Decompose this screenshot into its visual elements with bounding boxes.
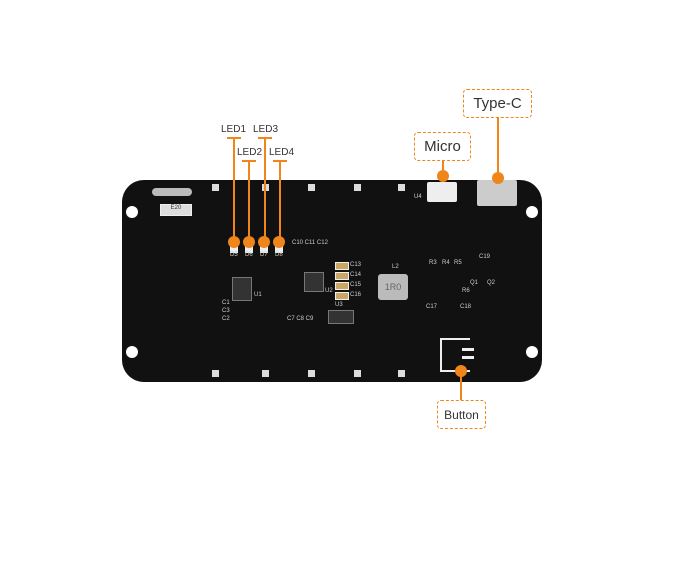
type-c-callout: Type-C (463, 89, 532, 118)
d7-label: D7 (260, 252, 268, 258)
c13-label: C13 (350, 262, 362, 268)
micro-marker (437, 170, 449, 182)
u2-label: U2 (325, 288, 333, 294)
q1-label: Q1 (470, 280, 479, 286)
c7-c9-label: C7 C8 C9 (287, 316, 314, 322)
inductor-label: 1R0 (384, 282, 402, 292)
pcb-board: E20 D5 D6 D7 D8 U1 C1 C3 C2 C10 C11 C12 … (122, 180, 542, 382)
led3-label: LED3 (253, 124, 279, 135)
c14-label: C14 (350, 272, 362, 278)
button-marker (455, 365, 467, 377)
led4-label: LED4 (269, 147, 295, 158)
c19-label: C19 (479, 254, 491, 260)
type-c-label: Type-C (473, 95, 522, 112)
inductor-l2: 1R0 (378, 274, 408, 300)
micro-callout: Micro (414, 132, 471, 161)
e20-label: E20 (170, 205, 182, 211)
r3-label: R3 (429, 260, 437, 266)
led1-label: LED1 (221, 124, 247, 135)
c3-label: C3 (222, 308, 230, 314)
r5-label: R5 (454, 260, 462, 266)
c15-label: C15 (350, 282, 362, 288)
c1-label: C1 (222, 300, 230, 306)
c16-label: C16 (350, 292, 362, 298)
micro-usb-port (427, 182, 457, 202)
u3-label: U3 (335, 302, 343, 308)
u2-chip (304, 272, 324, 292)
d8-label: D8 (275, 252, 283, 258)
mounting-hole (126, 346, 138, 358)
micro-label: Micro (424, 138, 461, 155)
r6-label: R6 (462, 288, 470, 294)
mounting-hole (126, 206, 138, 218)
led3-marker (258, 236, 270, 248)
mounting-hole (526, 206, 538, 218)
led2-marker (243, 236, 255, 248)
type-c-port (477, 180, 517, 206)
led2-label: LED2 (237, 147, 263, 158)
button-callout: Button (437, 400, 486, 429)
c10-c12-label: C10 C11 C12 (292, 240, 328, 246)
header-pads (152, 188, 192, 196)
button-label: Button (444, 407, 479, 422)
led1-marker (228, 236, 240, 248)
c18-label: C18 (460, 304, 472, 310)
d6-label: D6 (245, 252, 253, 258)
u1-chip (232, 277, 252, 301)
type-c-marker (492, 172, 504, 184)
c17-label: C17 (426, 304, 438, 310)
l2-label: L2 (392, 264, 399, 270)
resistor-e20: E20 (160, 204, 192, 216)
c2-label: C2 (222, 316, 230, 322)
r4-label: R4 (442, 260, 450, 266)
u1-label: U1 (254, 292, 262, 298)
d5-label: D5 (230, 252, 238, 258)
u4-label: U4 (414, 194, 422, 200)
mounting-hole (526, 346, 538, 358)
u3-chip (328, 310, 354, 324)
led4-marker (273, 236, 285, 248)
q2-label: Q2 (487, 280, 496, 286)
